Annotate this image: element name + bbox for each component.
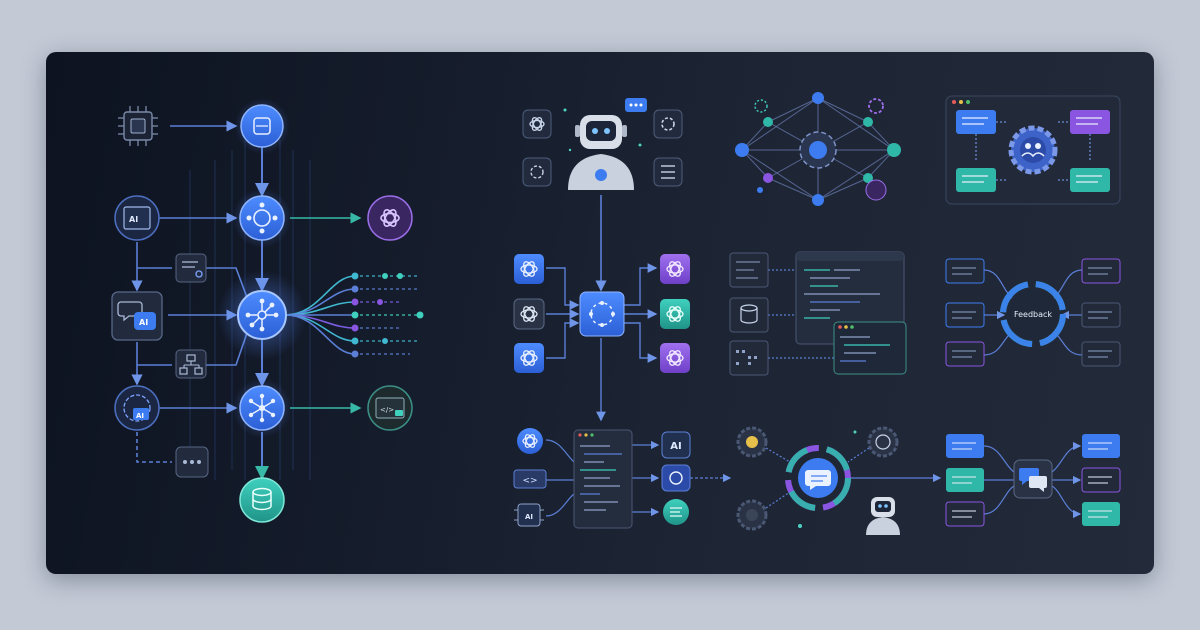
code-slash-label: </> bbox=[380, 406, 394, 414]
openai-logo-dark bbox=[513, 298, 545, 330]
brain-node bbox=[234, 98, 290, 154]
robot-hub-panel bbox=[522, 98, 683, 292]
router-hub-icon bbox=[579, 291, 625, 337]
openai-logo-teal bbox=[660, 299, 690, 329]
feedback-loop-panel: Feedback bbox=[945, 258, 1121, 367]
openai-logo-purple bbox=[367, 195, 413, 241]
ai-window-label: AI bbox=[129, 215, 138, 224]
ai-badge-icon: AI bbox=[661, 431, 691, 459]
openai-logo-purple-2 bbox=[660, 254, 690, 284]
openai-logo-blue-2 bbox=[514, 343, 544, 373]
code-editor-node: </> bbox=[367, 385, 413, 431]
openai-logo-blue-1 bbox=[514, 254, 544, 284]
chat-hub-panel bbox=[945, 434, 1121, 527]
chat-cycle-panel bbox=[736, 426, 942, 535]
ai-circle-label: AI bbox=[136, 412, 144, 420]
ai-chip-label: AI bbox=[525, 513, 533, 521]
hub-node-2 bbox=[232, 378, 292, 438]
small-robot-icon bbox=[866, 497, 900, 535]
settings-doc-icon bbox=[175, 253, 207, 283]
network-graph-panel bbox=[735, 92, 901, 206]
ai-circle-node: AI bbox=[114, 385, 160, 431]
team-gear-window bbox=[945, 95, 1121, 205]
openai-logo-small bbox=[517, 428, 543, 454]
ai-chip-icon: AI bbox=[514, 503, 544, 527]
hub-node-1 bbox=[232, 188, 292, 248]
code-pipeline-panel: <> AI AI bbox=[513, 428, 732, 529]
fan-dots bbox=[351, 272, 424, 358]
feedback-label: Feedback bbox=[1014, 310, 1052, 319]
more-icon bbox=[175, 446, 209, 478]
ai-window-node: AI bbox=[114, 195, 160, 241]
code-windows-panel bbox=[729, 251, 907, 376]
ai-chat-label: AI bbox=[139, 318, 148, 327]
code-angle-label: <> bbox=[522, 476, 537, 486]
central-hub-node bbox=[217, 270, 307, 360]
cpu-chip-icon bbox=[118, 106, 158, 146]
ai-square-label: AI bbox=[670, 441, 681, 452]
database-node bbox=[239, 477, 285, 523]
openai-logo-purple-3 bbox=[660, 343, 690, 373]
flowchart-icon bbox=[175, 349, 207, 379]
ai-chat-node: AI bbox=[111, 291, 163, 341]
robot-icon bbox=[568, 115, 634, 190]
model-router-panel bbox=[513, 254, 690, 422]
left-pipeline: AI bbox=[111, 98, 424, 523]
